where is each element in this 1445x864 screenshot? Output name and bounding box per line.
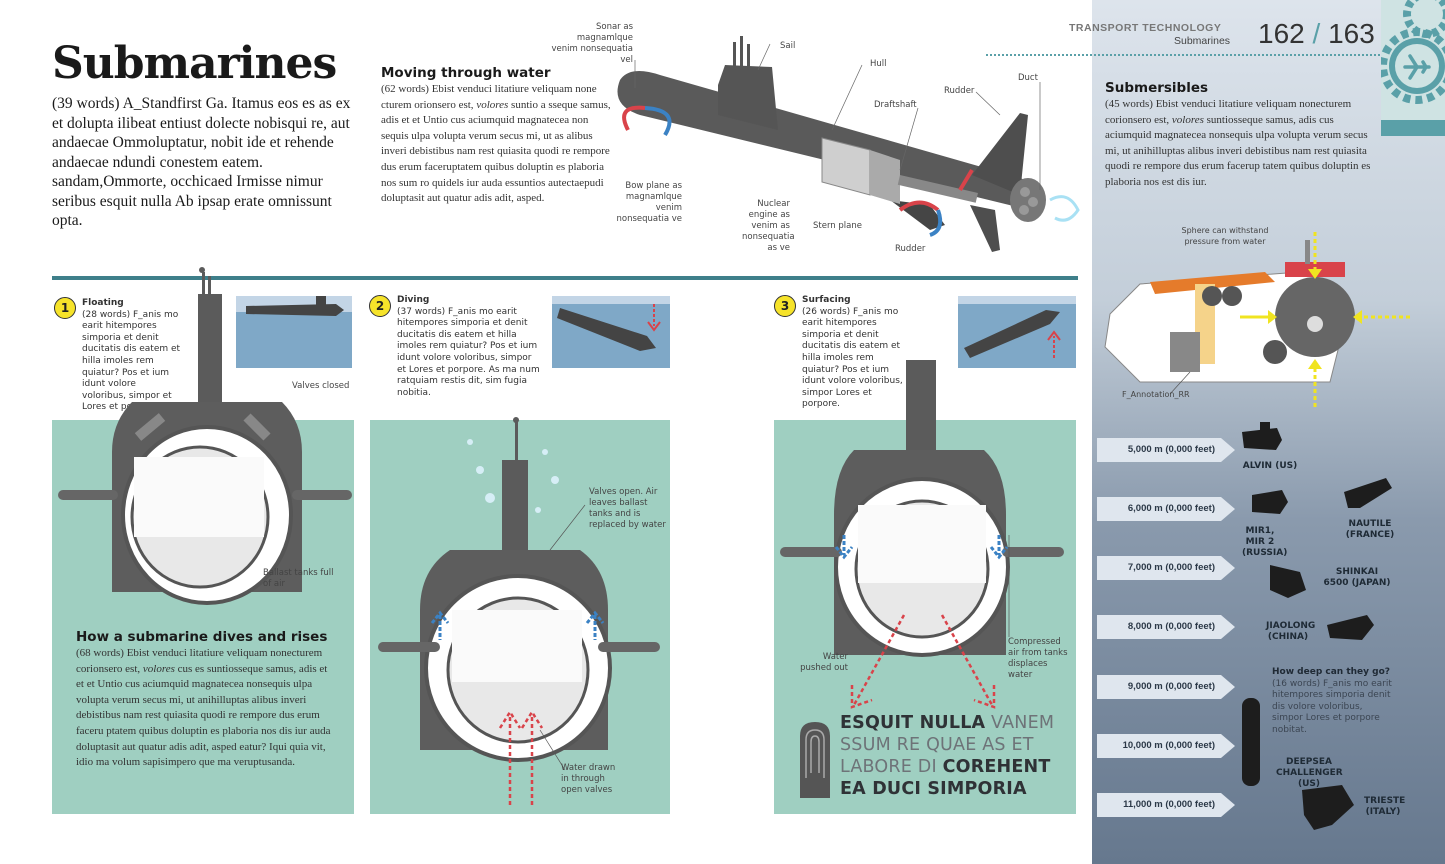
section-divider: [52, 276, 1078, 280]
label-bow-plane: Bow plane as magnamlque venim nonsequati…: [616, 181, 683, 224]
step-1-diagram: [58, 267, 352, 605]
step-number-1: 1: [54, 297, 76, 319]
moving-body: (62 words) Ebist venduci litatiure veliq…: [381, 83, 611, 205]
depth-row: 11,000 m (0,000 feet): [1097, 793, 1235, 817]
vessel-nautile: NAUTILE (FRANCE): [1345, 519, 1395, 540]
label-stern-plane: Stern plane: [813, 221, 862, 231]
submersible-illustration: [1104, 232, 1410, 407]
label-rudder-bottom: Rudder: [895, 244, 926, 254]
pull-quote: ESQUIT NULLA VANEM SSUM RE QUAE AS ET LA…: [840, 713, 1055, 799]
label-hull: Hull: [870, 59, 887, 69]
vessel-shinkai: SHINKAI 6500 (JAPAN): [1323, 567, 1391, 588]
moving-heading: Moving through water: [381, 65, 551, 81]
label-draftshaft: Draftshaft: [874, 100, 917, 110]
subsection-header: Submarines: [1174, 35, 1231, 47]
depth-row: 10,000 m (0,000 feet): [1097, 734, 1235, 758]
step-number-3: 3: [774, 295, 796, 317]
label-sail: Sail: [780, 41, 796, 51]
vessel-jiaolong: JIAOLONG (CHINA): [1266, 621, 1316, 642]
label-sonar: Sonar as magnamlque venim nonsequatia ve…: [551, 22, 633, 65]
depth-row: 8,000 m (0,000 feet): [1097, 615, 1235, 639]
step-2-diagram: [378, 417, 660, 805]
fingerprint-icon: [800, 722, 830, 798]
step-3-text: Surfacing(26 words) F_anis mo earit hite…: [802, 295, 903, 410]
label-nuclear: Nuclear engine as venim as nonsequatia a…: [742, 199, 795, 253]
submersibles-body: (45 words) Ebist venduci litatiure veliq…: [1105, 98, 1371, 188]
vessel-mir: MIR1, MIR 2 (RUSSIA): [1242, 526, 1288, 558]
depth-row: 6,000 m (0,000 feet): [1097, 497, 1235, 521]
how-deep-text: How deep can they go?(16 words) F_anis m…: [1272, 667, 1392, 735]
label-annotation: F_Annotation_RR: [1122, 390, 1190, 399]
vessel-deepsea: DEEPSEA CHALLENGER (US): [1276, 757, 1343, 789]
page-title: Submarines: [52, 38, 337, 89]
dives-body: (68 words) Ebist venduci litatiure veliq…: [76, 647, 331, 769]
standfirst: (39 words) A_Standfirst Ga. Itamus eos e…: [52, 95, 351, 229]
vessel-alvin: ALVIN (US): [1242, 461, 1298, 471]
section-header: TRANSPORT TECHNOLOGY: [1069, 22, 1222, 34]
submersibles-heading: Submersibles: [1105, 80, 1209, 96]
depth-row: 5,000 m (0,000 feet): [1097, 438, 1235, 462]
step-number-2: 2: [369, 295, 391, 317]
submarine-illustration: [617, 36, 1080, 252]
step-2-text: Diving(37 words) F_anis mo earit hitempo…: [397, 295, 540, 398]
label-water-pushed: Water pushed out: [800, 652, 848, 673]
label-sphere: Sphere can withstand pressure from water: [1181, 226, 1269, 246]
step-1-thumbnail: [236, 296, 352, 368]
step-3-thumbnail: [958, 296, 1076, 368]
label-duct: Duct: [1018, 73, 1038, 83]
label-ballast-full: Ballast tanks full of air: [263, 568, 334, 589]
label-water-drawn: Water drawn in through open valves: [561, 763, 616, 795]
page-numbers: 162 / 163: [1258, 18, 1375, 49]
step-3-diagram: [780, 360, 1064, 709]
header-dotted-rule: [986, 54, 1380, 56]
depth-row: 9,000 m (0,000 feet): [1097, 675, 1235, 699]
step-1-text: Floating(28 words) F_anis mo earit hitem…: [82, 298, 181, 413]
vessel-silhouettes: [1242, 422, 1392, 830]
step-2-thumbnail: [552, 296, 670, 368]
depth-row: 7,000 m (0,000 feet): [1097, 556, 1235, 580]
vessel-trieste: TRIESTE (ITALY): [1364, 796, 1406, 817]
airplane-icon: [1403, 54, 1431, 80]
label-valves-closed: Valves closed: [292, 381, 350, 391]
dives-heading: How a submarine dives and rises: [76, 629, 328, 645]
label-compressed-air: Compressed air from tanks displaces wate…: [1008, 637, 1068, 680]
label-rudder-top: Rudder: [944, 86, 975, 96]
label-valves-open: Valves open. Air leaves ballast tanks an…: [589, 487, 666, 530]
